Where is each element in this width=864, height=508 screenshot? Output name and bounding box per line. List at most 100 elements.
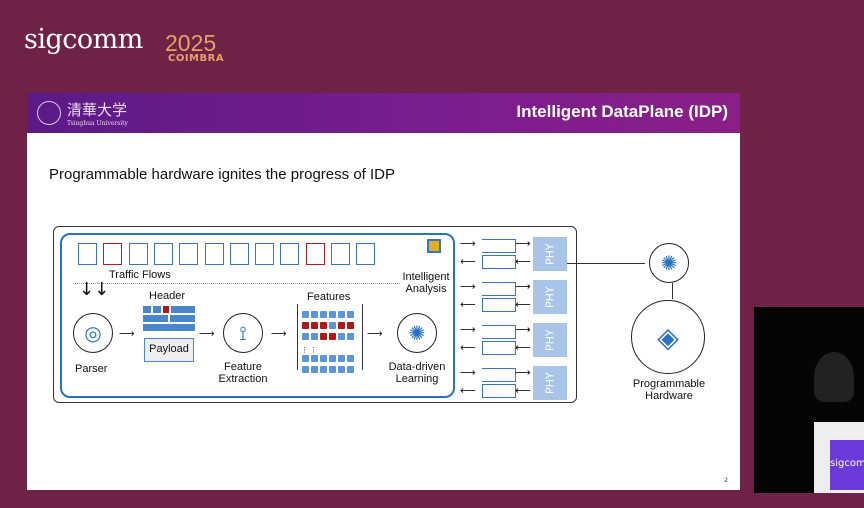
arrow-icon: ⟶ xyxy=(460,280,476,293)
brain-circuit-icon: ✺ xyxy=(649,243,689,283)
traffic-flow-packet-icon xyxy=(229,243,249,265)
tsinghua-seal-icon xyxy=(37,101,61,125)
feature-cell xyxy=(338,366,345,373)
arrow-icon: ⟵ xyxy=(515,384,531,397)
traffic-flow-packet-icon xyxy=(103,243,123,265)
arrow-icon: ⟶ xyxy=(515,323,531,336)
queue-icon xyxy=(482,341,516,355)
feature-extraction-icon: ⟟ xyxy=(223,313,263,353)
feature-extraction-label: Feature Extraction xyxy=(218,361,268,385)
feature-cell xyxy=(329,355,336,362)
feature-cell xyxy=(347,355,354,362)
arrow-icon: ⟵ xyxy=(515,341,531,354)
queue-icon xyxy=(482,384,516,398)
podium: sigcomm xyxy=(814,422,864,493)
feature-cell xyxy=(329,311,336,318)
traffic-flow-packet-icon xyxy=(204,243,224,265)
diagram-frame xyxy=(53,226,577,403)
feature-cell xyxy=(347,311,354,318)
phy-block: PHY xyxy=(533,323,567,357)
queue-icon xyxy=(482,255,516,269)
phy-block: PHY xyxy=(533,280,567,314)
feature-cell xyxy=(311,366,318,373)
feature-cell xyxy=(329,322,336,329)
speaker xyxy=(814,352,854,402)
queue-icon xyxy=(482,239,516,253)
arrow-icon: ⟶ xyxy=(515,237,531,250)
phy-block: PHY xyxy=(533,366,567,400)
feature-cell xyxy=(302,355,309,362)
header-label: Header xyxy=(149,290,186,302)
header-fields xyxy=(143,306,195,331)
feature-cell xyxy=(302,311,309,318)
feature-cell xyxy=(302,333,309,340)
traffic-flow-packet-icon xyxy=(331,243,350,265)
traffic-flows-label: Traffic Flows xyxy=(109,269,171,281)
feature-cell xyxy=(302,322,309,329)
feature-cell xyxy=(320,311,327,318)
arrow-icon: ⟶ xyxy=(515,366,531,379)
feature-cell xyxy=(338,322,345,329)
feature-cell xyxy=(311,311,318,318)
traffic-flow-packet-icon xyxy=(153,243,173,265)
feature-cell xyxy=(329,333,336,340)
feature-cell xyxy=(338,333,345,340)
arrow-icon: ⟵ xyxy=(460,298,476,311)
queue-icon xyxy=(482,298,516,312)
traffic-flow-packet-icon xyxy=(179,243,199,265)
traffic-flow-packet-icon xyxy=(128,243,148,265)
conference-city: COIMBRA xyxy=(168,53,225,64)
arrow-icon: ⟵ xyxy=(460,341,476,354)
feature-cell xyxy=(311,322,318,329)
slide-subtitle: Programmable hardware ignites the progre… xyxy=(49,166,395,183)
arrow-icon: ⟶ xyxy=(271,327,287,340)
queue-icon xyxy=(482,325,516,339)
speaker-video: sigcomm xyxy=(754,307,864,493)
arrow-icon: ⟶ xyxy=(199,327,215,340)
payload-box: Payload xyxy=(144,338,194,362)
chip-icon xyxy=(427,239,441,253)
conference-year: 2025 xyxy=(165,30,217,56)
feature-cell xyxy=(347,333,354,340)
parser-label: Parser xyxy=(75,363,108,375)
feature-cell xyxy=(347,366,354,373)
traffic-flow-packet-icon xyxy=(255,243,275,265)
feature-cell xyxy=(320,333,327,340)
programmable-hardware-label: Programmable Hardware xyxy=(632,378,706,402)
features-label: Features xyxy=(307,291,351,303)
parser-icon: ◎ xyxy=(73,313,113,353)
arrow-icon: ⟶ xyxy=(460,366,476,379)
traffic-flow-packet-icon xyxy=(78,243,97,265)
arrow-icon: ⟶ xyxy=(460,237,476,250)
idp-pipeline-box xyxy=(60,233,455,398)
arrow-icon: ⟵ xyxy=(460,255,476,268)
brain-circuit-icon: ✺ xyxy=(397,313,437,353)
data-driven-learning-label: Data-driven Learning xyxy=(388,361,446,385)
feature-cell xyxy=(311,333,318,340)
page-number: 2 xyxy=(724,477,728,484)
feature-cell xyxy=(347,322,354,329)
sigcomm-logo: sigcomm xyxy=(24,24,143,55)
slide-title: Intelligent DataPlane (IDP) xyxy=(516,102,728,121)
feature-cell xyxy=(302,366,309,373)
arrow-icon: ⟶ xyxy=(515,280,531,293)
intelligent-analysis-label: Intelligent Analysis xyxy=(402,271,450,295)
arrow-icon: ⟵ xyxy=(460,384,476,397)
phy-block: PHY xyxy=(533,237,567,271)
traffic-flow-packet-icon xyxy=(280,243,300,265)
feature-cell xyxy=(320,322,327,329)
arrow-icon: ⟶ xyxy=(119,327,135,340)
features-matrix: ⋮ ⋮ xyxy=(297,304,363,373)
feature-cell xyxy=(320,355,327,362)
feature-cell xyxy=(338,355,345,362)
queue-icon xyxy=(482,368,516,382)
feature-cell xyxy=(338,311,345,318)
arrow-icon: ⟵ xyxy=(515,298,531,311)
queue-icon xyxy=(482,282,516,296)
arrow-icon: ⟶ xyxy=(367,327,383,340)
arrow-icon: ⟶ xyxy=(460,323,476,336)
down-arrows-icon: ↓↓ xyxy=(79,279,110,300)
